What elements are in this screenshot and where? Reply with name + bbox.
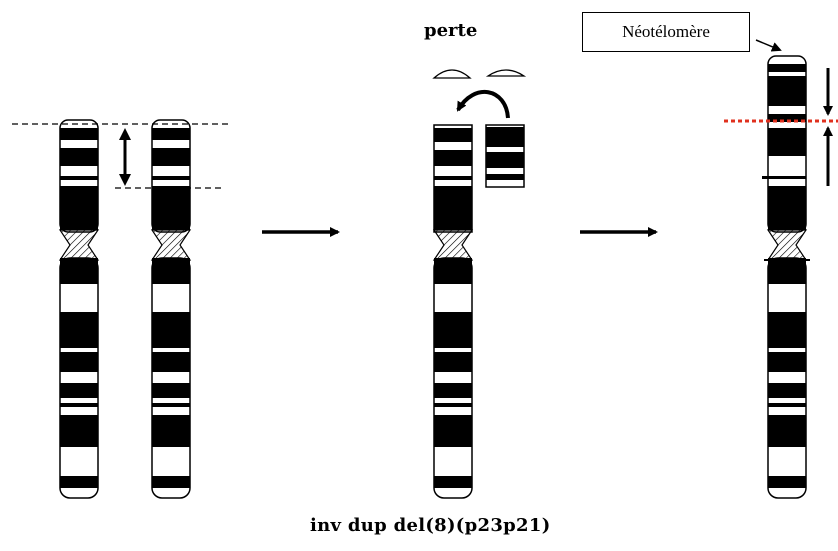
figure-caption: inv dup del(8)(p23p21) <box>310 515 551 536</box>
loss-label: perte <box>424 20 478 41</box>
detached-segment <box>485 124 525 188</box>
chromosome-rearranged <box>762 55 810 499</box>
neotelomere-pointer <box>755 39 782 52</box>
rotation-arrow <box>456 90 510 119</box>
neotelomere-label: Néotélomère <box>622 22 710 41</box>
chromosome-normal-1 <box>58 119 100 499</box>
lost-telomere-cap-1 <box>432 69 472 79</box>
chromosome-normal-2 <box>150 119 192 499</box>
neotelomere-callout: Néotélomère <box>582 12 750 52</box>
lost-telomere-cap-2 <box>485 69 527 77</box>
chromosome-broken <box>432 124 474 499</box>
